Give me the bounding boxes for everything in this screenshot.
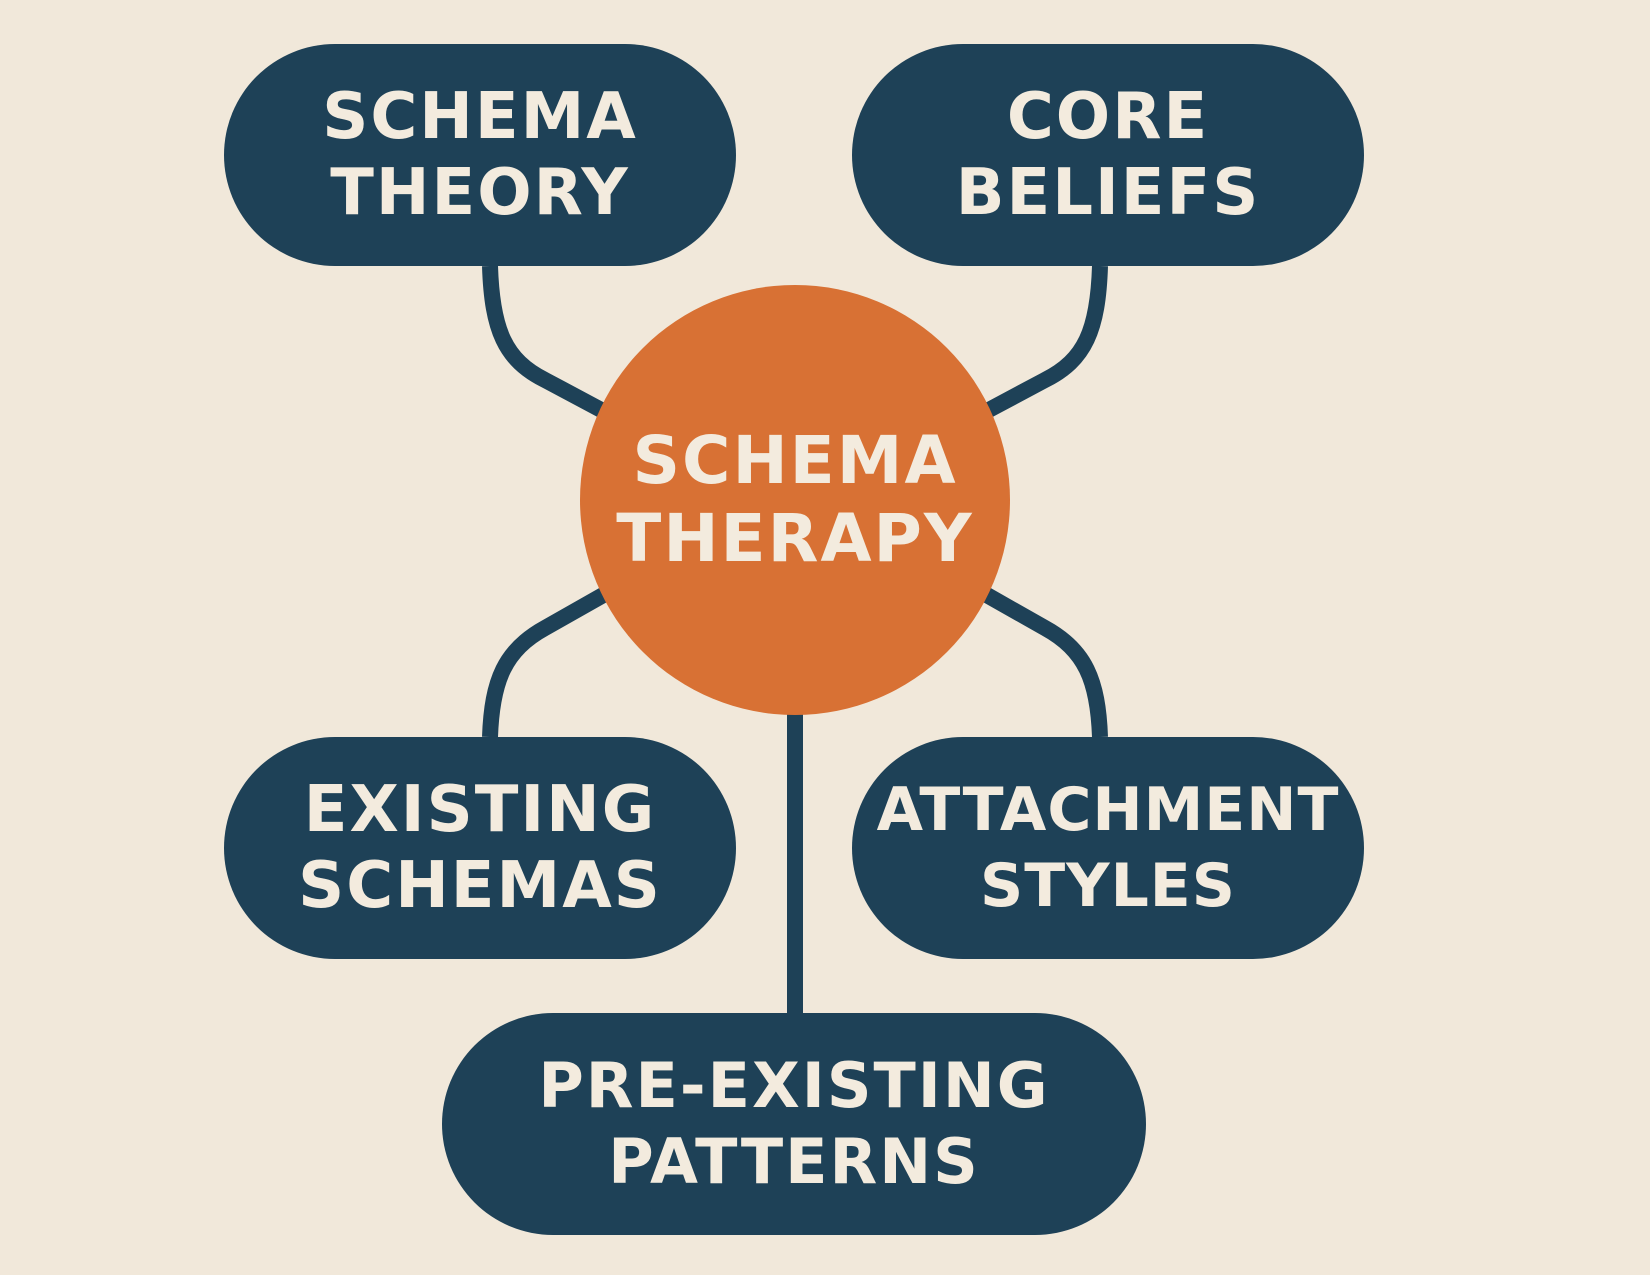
- node-label-line-2: SCHEMAS: [298, 849, 662, 923]
- connector-schema-theory: [482, 265, 609, 420]
- node-label-line-2: BELIEFS: [955, 156, 1261, 230]
- center-node-schema-therapy: SCHEMA THERAPY: [580, 285, 1010, 715]
- node-label-line-2: PATTERNS: [608, 1125, 980, 1198]
- node-attachment-styles: ATTACHMENT STYLES: [852, 737, 1364, 959]
- node-label-line-1: CORE: [1006, 80, 1210, 154]
- node-label-line-1: PRE-EXISTING: [538, 1049, 1050, 1122]
- node-schema-theory: SCHEMA THEORY: [224, 44, 736, 266]
- node-label-line-1: SCHEMA: [322, 80, 638, 154]
- node-label-line-1: ATTACHMENT: [876, 775, 1340, 845]
- node-existing-schemas: EXISTING SCHEMAS: [224, 737, 736, 959]
- center-label-line-1: SCHEMA: [632, 422, 958, 499]
- connector-existing-schemas: [482, 587, 609, 738]
- node-label-line-2: STYLES: [979, 851, 1237, 921]
- connector-attachment-styles: [981, 587, 1108, 738]
- node-core-beliefs: CORE BELIEFS: [852, 44, 1364, 266]
- node-label-line-1: EXISTING: [303, 773, 657, 847]
- node-label-line-2: THEORY: [330, 156, 630, 230]
- node-pre-existing-patterns: PRE-EXISTING PATTERNS: [442, 1013, 1146, 1235]
- center-label-line-2: THERAPY: [616, 500, 974, 577]
- connector-core-beliefs: [981, 265, 1108, 420]
